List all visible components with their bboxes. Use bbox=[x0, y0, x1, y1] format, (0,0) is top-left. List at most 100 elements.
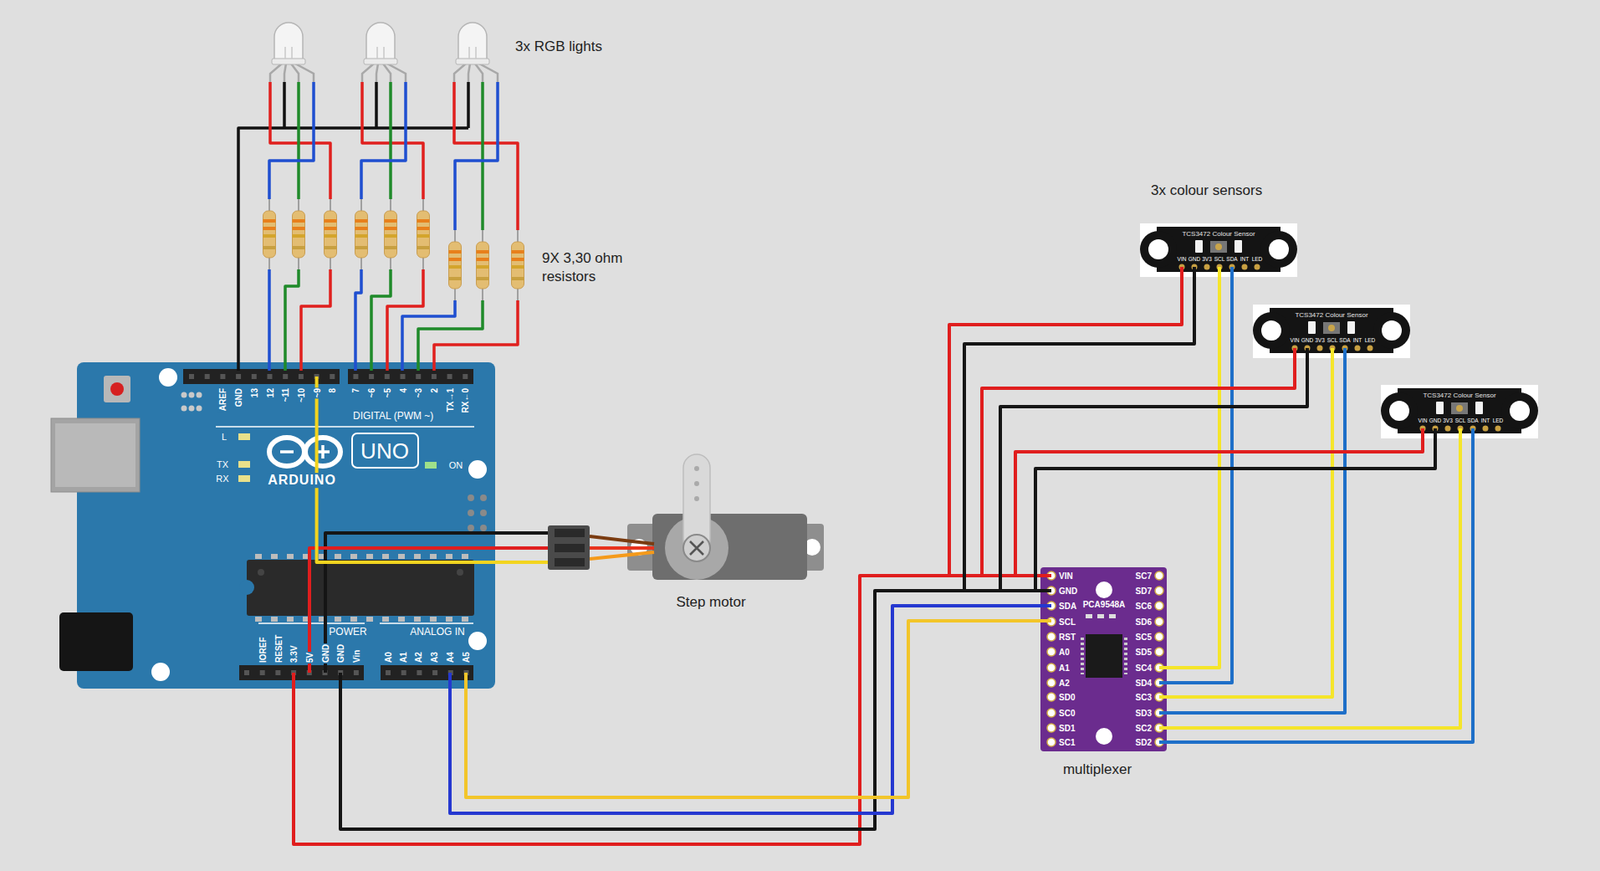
pin-label: RX←0 bbox=[460, 387, 471, 414]
blue-wire bbox=[402, 300, 455, 371]
pin-label: 8 bbox=[327, 387, 338, 394]
board-title: TCS3472 Colour Sensor bbox=[1181, 230, 1255, 239]
pin-label: 13 bbox=[249, 387, 259, 399]
pin-label: SD2 bbox=[1135, 737, 1152, 747]
brand-name: ARDUINO bbox=[266, 472, 338, 488]
silkscreen-line bbox=[258, 622, 365, 624]
chip-pins bbox=[1124, 637, 1128, 675]
pin-label: 3V3 bbox=[1314, 337, 1325, 343]
pin-label: A1 bbox=[398, 650, 409, 664]
pin-label: TX→1 bbox=[444, 387, 455, 413]
pin-label: SC1 bbox=[1058, 737, 1075, 747]
resistor-symbol bbox=[449, 230, 462, 301]
chip-name: PCA9548A bbox=[1083, 599, 1126, 609]
pin-pad bbox=[1047, 647, 1056, 656]
pin-label: SD3 bbox=[1135, 708, 1152, 718]
reset-button bbox=[103, 375, 131, 403]
pin-pad bbox=[1155, 647, 1164, 656]
resistor-symbol bbox=[476, 230, 490, 301]
pin-label: SCL bbox=[1327, 337, 1339, 343]
servo-body bbox=[652, 513, 808, 580]
plug-slot bbox=[554, 543, 585, 553]
resistor-symbol bbox=[384, 199, 398, 270]
icsp-pin bbox=[480, 509, 487, 517]
pin-pad bbox=[1155, 617, 1164, 626]
pin-header bbox=[347, 368, 474, 384]
pin-label: SC7 bbox=[1135, 571, 1152, 581]
green-wire bbox=[418, 300, 483, 371]
pin-label: VIN bbox=[1418, 417, 1428, 424]
part-caption: Step motor bbox=[675, 594, 746, 611]
pin-label: GND bbox=[336, 643, 346, 664]
blue-wire bbox=[361, 81, 406, 200]
green-wire bbox=[480, 81, 485, 231]
colour-sensor: TCS3472 Colour SensorVINGND3V3SCLSDAINTL… bbox=[1139, 223, 1298, 277]
ground-wire bbox=[374, 81, 379, 128]
pin-label: RESET bbox=[274, 633, 284, 664]
servo-lead bbox=[589, 552, 655, 559]
microcontroller-chip bbox=[246, 559, 475, 616]
pin-pad bbox=[1047, 632, 1056, 641]
mount-hole bbox=[468, 460, 487, 479]
red-wire bbox=[362, 81, 424, 200]
mux-pcb bbox=[1040, 567, 1167, 752]
red-wire bbox=[434, 300, 518, 371]
mount-hole bbox=[151, 662, 170, 681]
wire bbox=[1159, 347, 1333, 697]
mount-hole bbox=[1095, 581, 1113, 599]
chip-pins bbox=[1080, 637, 1084, 675]
pin-label: ~11 bbox=[281, 387, 291, 403]
mux-pins bbox=[1047, 571, 1164, 747]
plug-slot bbox=[554, 528, 585, 537]
blue-wire bbox=[267, 269, 271, 371]
pin-label: SC4 bbox=[1135, 663, 1152, 673]
icsp-pin bbox=[467, 524, 475, 532]
pin-label: SC6 bbox=[1135, 601, 1152, 611]
pin-pad bbox=[1155, 586, 1164, 595]
silkscreen-line bbox=[379, 622, 474, 624]
status-led bbox=[238, 460, 251, 468]
pin-label: A2 bbox=[414, 650, 424, 664]
chip-notch bbox=[239, 579, 255, 595]
header-pins bbox=[189, 373, 337, 379]
wire bbox=[1035, 428, 1436, 591]
power-jack bbox=[59, 612, 133, 671]
pin-label: RST bbox=[1058, 632, 1076, 642]
wire-bundle bbox=[293, 575, 1052, 844]
pin-label: A0 bbox=[1058, 647, 1070, 657]
wire bbox=[1015, 428, 1423, 576]
header-pins bbox=[352, 373, 471, 379]
blue-wire bbox=[269, 81, 314, 200]
pin-label: A4 bbox=[445, 650, 455, 664]
red-wire bbox=[301, 269, 331, 371]
pin-label: A0 bbox=[383, 650, 394, 664]
wire bbox=[340, 590, 1052, 829]
pin-label: ~3 bbox=[414, 387, 424, 399]
part-caption: multiplexer bbox=[1063, 761, 1132, 778]
wire bbox=[1159, 428, 1473, 742]
pin-pad bbox=[1047, 737, 1056, 747]
arduino-logo bbox=[280, 444, 330, 459]
pin-label: INT bbox=[1353, 337, 1362, 343]
usb-port-inner bbox=[55, 423, 136, 487]
part-caption: 3x RGB lights bbox=[515, 37, 603, 57]
resistor-symbol bbox=[355, 199, 369, 270]
pin-label: A1 bbox=[1058, 663, 1070, 673]
servo-lead bbox=[589, 536, 655, 544]
green-wire bbox=[388, 81, 393, 200]
pin-label: SD6 bbox=[1135, 617, 1152, 627]
pin-label: A2 bbox=[1058, 678, 1070, 688]
header-pins bbox=[385, 669, 471, 675]
mount-hole bbox=[468, 631, 487, 650]
reset-cap bbox=[110, 382, 124, 396]
servo-hub bbox=[683, 534, 711, 562]
usb-port bbox=[51, 418, 140, 492]
pin-label: VIN bbox=[1177, 255, 1187, 262]
pin-label: A3 bbox=[429, 650, 440, 664]
smd-part bbox=[1097, 613, 1105, 619]
pin-label: SDA bbox=[1467, 417, 1478, 424]
chip-pins bbox=[255, 553, 469, 559]
ground-wire bbox=[466, 81, 471, 128]
